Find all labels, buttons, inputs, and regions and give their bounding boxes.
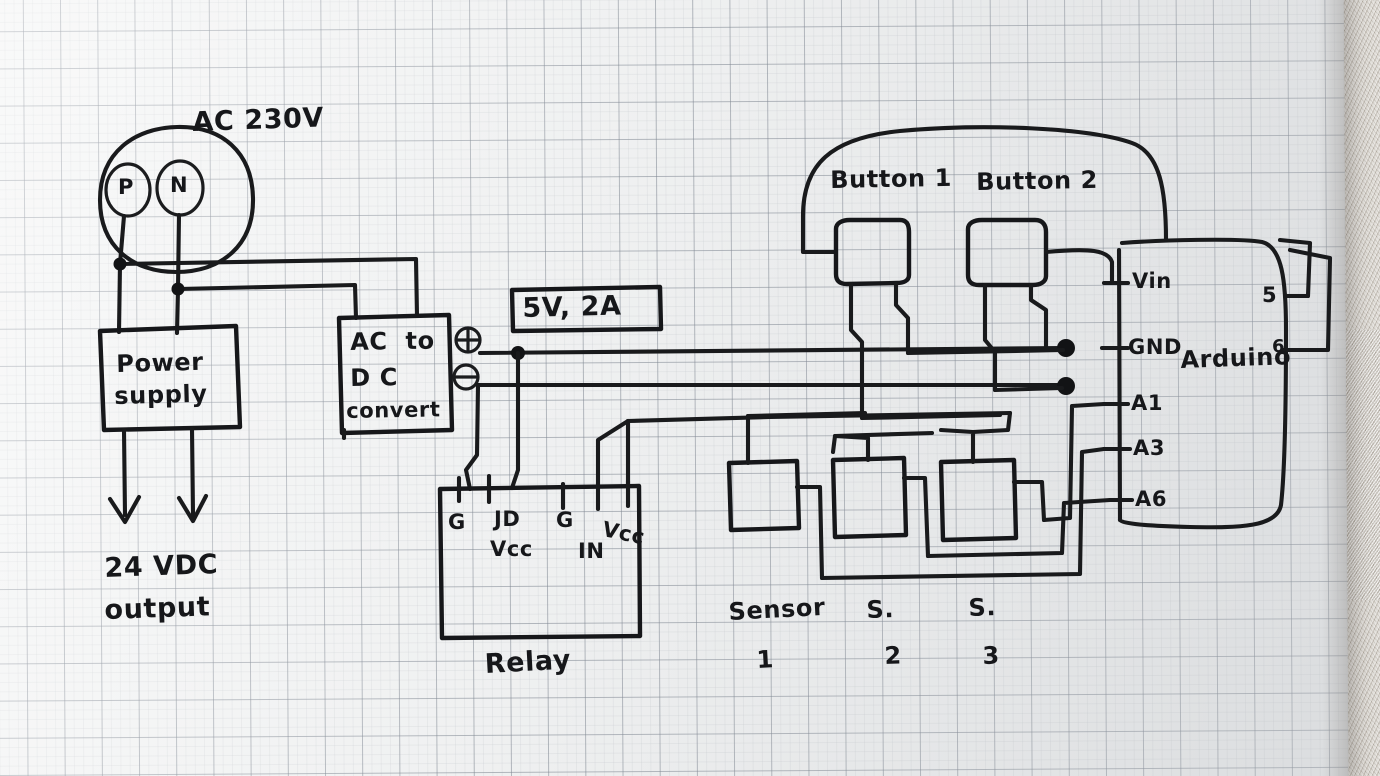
arduino-right-pins <box>1277 237 1333 353</box>
arduino-pin-label-vin: Vin <box>1132 269 1172 293</box>
sensor-2-label-line2: 2 <box>883 641 903 670</box>
mains-label: AC 230V <box>191 102 325 138</box>
relay-box <box>437 418 643 641</box>
sensor-bus-wires <box>745 401 1113 581</box>
buttons-common-wire <box>800 125 1169 255</box>
relay-pin-label-jd: JD <box>494 507 521 531</box>
button-1-symbol <box>833 217 912 421</box>
sensor-3-label-line2: 3 <box>981 641 1001 670</box>
sensor-3-label-line1: S. <box>967 593 997 622</box>
rating-label-box <box>509 284 664 334</box>
arduino-pin-label-5: 5 <box>1262 283 1278 307</box>
converter-rating-label: 5V, 2A <box>521 290 622 324</box>
dc-output-label-line2: output <box>103 591 211 626</box>
mains-terminal-n-label: N <box>170 173 189 197</box>
converter-label-line1: AC to <box>349 326 435 356</box>
button-1-label: Button 1 <box>829 163 953 194</box>
sensor-2-label-line1: S. <box>865 595 895 624</box>
ac-dc-converter-box <box>336 312 482 441</box>
sensor-3-symbol <box>938 427 1047 543</box>
mains-terminal-p-label: P <box>118 175 134 199</box>
arduino-pin-label-a6: A6 <box>1135 487 1168 511</box>
arduino-pin-label-6: 6 <box>1272 336 1286 357</box>
mains-wiring <box>113 256 420 336</box>
arduino-pin-label-gnd: GND <box>1128 335 1183 359</box>
sensor-1-symbol <box>726 413 825 581</box>
button-signal-wires <box>859 347 1066 421</box>
relay-pin-label-in: IN <box>578 539 605 563</box>
relay-pin-label-g1: G <box>448 510 466 534</box>
sensor-1-label-line2: 1 <box>755 645 775 674</box>
dc-power-bus <box>463 339 1075 492</box>
button-2-symbol <box>965 217 1115 393</box>
power-supply-label-line1: Power <box>115 347 205 378</box>
power-supply-label-line2: supply <box>113 379 208 410</box>
sensor-1-label-line1: Sensor <box>727 592 827 626</box>
sensor-2-symbol <box>830 433 931 559</box>
arduino-outline <box>1116 237 1289 530</box>
arduino-left-pins <box>1099 280 1135 503</box>
relay-pin-label-g2: G <box>556 508 574 532</box>
converter-label-line2: D C <box>349 363 399 392</box>
relay-label: Relay <box>483 644 572 680</box>
dc-output-label-line1: 24 VDC <box>103 549 219 584</box>
arduino-pin-label-a3: A3 <box>1133 436 1166 460</box>
relay-pin-label-jd-vcc: Vcc <box>490 537 533 561</box>
power-supply-box <box>97 323 243 525</box>
button-2-label: Button 2 <box>975 165 1099 196</box>
arduino-pin-label-a1: A1 <box>1131 391 1164 415</box>
arduino-label: Arduino <box>1179 342 1292 374</box>
converter-label-line3: convert <box>345 397 441 423</box>
